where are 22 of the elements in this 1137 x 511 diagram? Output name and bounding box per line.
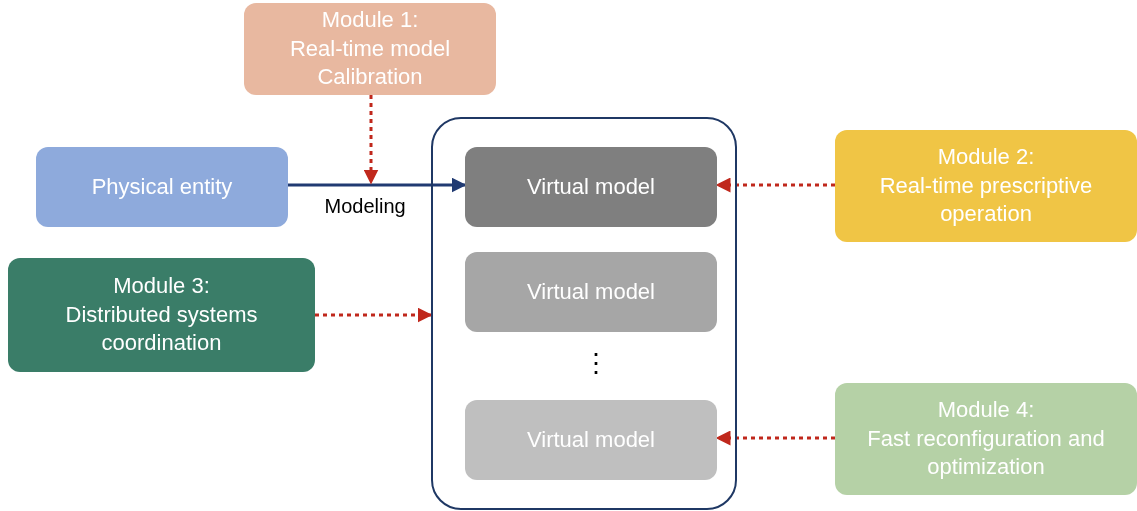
box-label: Virtual model [527,277,655,306]
ellipsis-label: ⋮ [583,350,609,376]
container-box [431,117,737,510]
box-label: Real-time prescriptive operation [878,171,1094,229]
model-box [465,252,717,332]
model-box [465,147,717,227]
box-label: Real-time model Calibration [288,34,452,92]
box-label: Distributed systems coordination [64,300,259,358]
module-box [8,258,315,372]
box-label: Module 4: [937,396,1035,425]
module-box [835,383,1137,495]
model-box [465,400,717,480]
module-box [835,130,1137,242]
box-label: Module 1: [321,6,419,35]
box-label: Fast reconfiguration and optimization [866,424,1106,482]
entity-box [36,147,288,227]
box-label: Module 3: [113,272,210,301]
box-label: Virtual model [527,425,655,454]
box-label: Virtual model [527,172,655,201]
module-box [244,3,496,95]
box-label: Module 2: [937,143,1035,172]
box-label: Physical entity [91,172,233,201]
